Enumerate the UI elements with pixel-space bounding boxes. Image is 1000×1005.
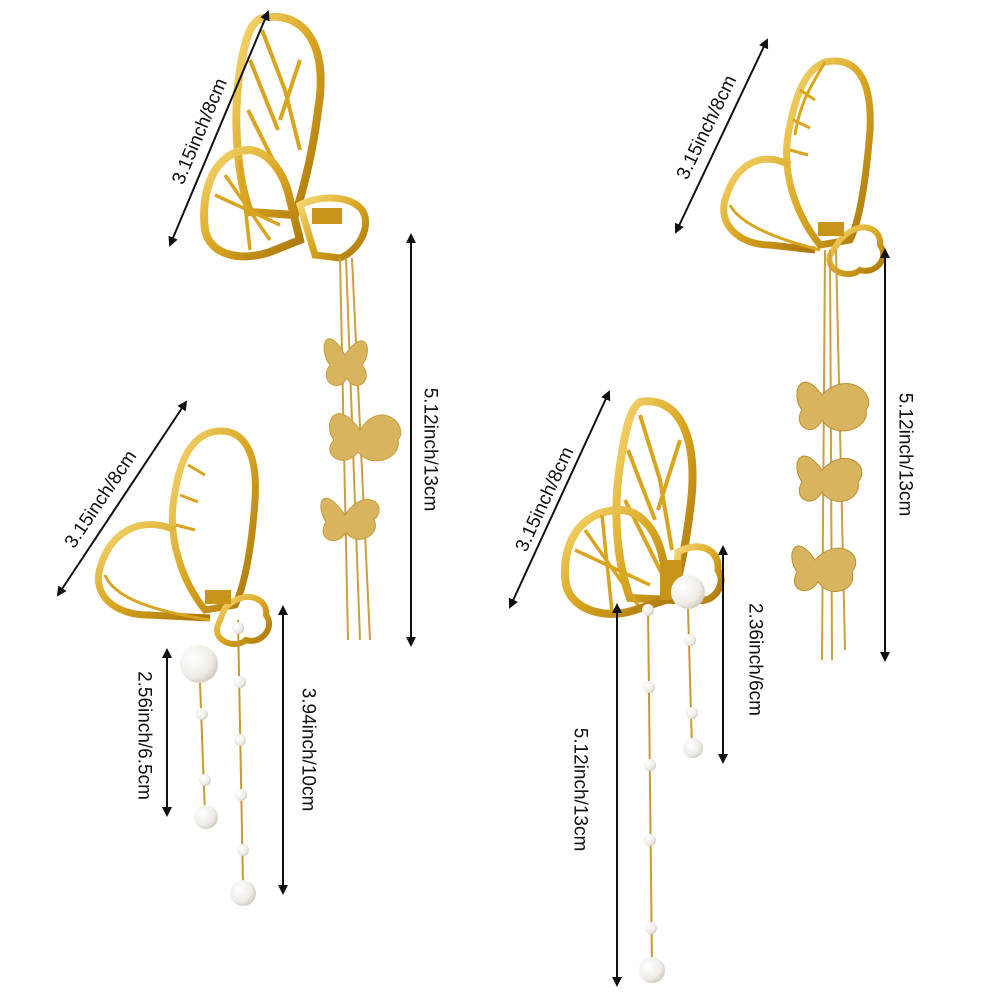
dimension-arrow <box>56 400 188 597</box>
short-tassel-label: 2.56inch/6.5cm <box>133 671 155 800</box>
tassel-length-label: 5.12inch/13cm <box>419 387 441 512</box>
clip-bottom-left <box>95 427 273 906</box>
long-tassel-label: 3.94inch/10cm <box>297 687 319 812</box>
clip-bottom-right <box>561 397 725 983</box>
clip-top-left <box>200 12 402 641</box>
tassel-length-label: 5.12inch/13cm <box>894 392 916 517</box>
short-tassel-label: 2.36inch/6cm <box>744 602 766 716</box>
dimension-arrow <box>168 10 270 247</box>
dimension-arrow <box>508 390 611 609</box>
dimension-arrow <box>674 38 769 234</box>
long-tassel-label: 5.12inch/13cm <box>569 727 591 852</box>
clip-top-right <box>720 57 887 661</box>
